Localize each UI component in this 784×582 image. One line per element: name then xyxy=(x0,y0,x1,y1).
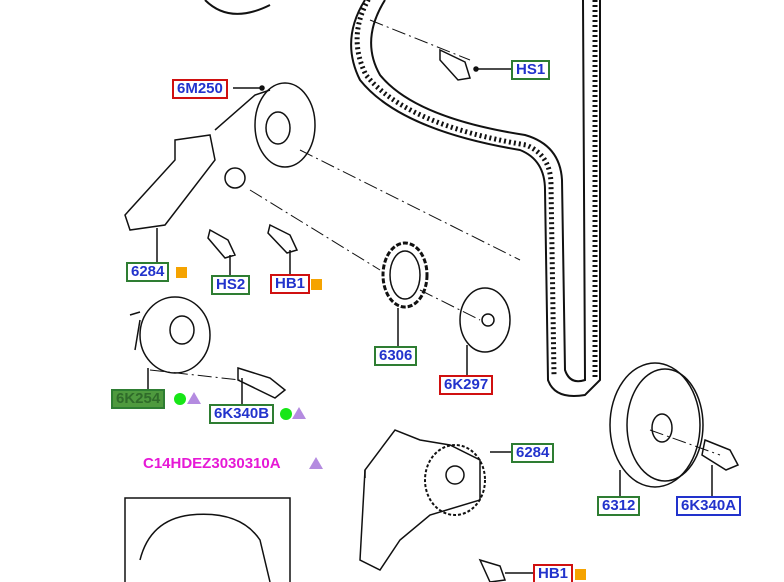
bolts-hs2-hb1 xyxy=(207,223,299,275)
part-label-hb1-lower[interactable]: HB1 xyxy=(533,564,574,582)
orange-square-marker xyxy=(575,569,586,580)
part-label-6284[interactable]: 6284 xyxy=(126,262,170,282)
bolt-6k340b xyxy=(237,366,287,404)
plate-6k297 xyxy=(459,287,511,375)
part-label-hs1[interactable]: HS1 xyxy=(511,60,551,80)
part-label-6k340b[interactable]: 6K340B xyxy=(209,404,275,424)
part-label-6k297[interactable]: 6K297 xyxy=(439,375,494,395)
orange-square-marker xyxy=(311,279,322,290)
bolt-hs1 xyxy=(439,48,511,81)
part-label-6k340a[interactable]: 6K340A xyxy=(676,496,742,516)
kit-part-number[interactable]: C14HDEZ3030310A xyxy=(143,455,281,472)
tensioner-6m250 xyxy=(124,82,316,262)
part-label-6312[interactable]: 6312 xyxy=(597,496,641,516)
bolt-6k340a xyxy=(701,438,740,496)
center-lines xyxy=(149,19,721,456)
part-label-6m250[interactable]: 6M250 xyxy=(172,79,228,99)
idler-6k254 xyxy=(129,296,211,389)
part-label-6284-lower[interactable]: 6284 xyxy=(511,443,555,463)
green-circle-marker xyxy=(174,393,186,405)
purple-triangle-marker xyxy=(187,392,201,404)
top-sprocket xyxy=(204,0,271,15)
timing-belt xyxy=(350,0,601,397)
pulley-6312 xyxy=(609,362,704,496)
bolt-hb1-lower xyxy=(478,558,533,582)
orange-square-marker xyxy=(176,267,187,278)
purple-triangle-marker xyxy=(292,407,306,419)
purple-triangle-marker xyxy=(309,457,323,469)
part-label-hb1[interactable]: HB1 xyxy=(270,274,311,294)
part-label-6k254-highlighted[interactable]: 6K254 xyxy=(111,389,166,409)
part-label-hs2[interactable]: HS2 xyxy=(211,275,251,295)
part-label-6306[interactable]: 6306 xyxy=(374,346,418,366)
tensioner-6284 xyxy=(359,429,511,571)
sprocket-6306 xyxy=(381,241,429,346)
kit-illustration xyxy=(124,470,366,582)
green-circle-marker xyxy=(280,408,292,420)
